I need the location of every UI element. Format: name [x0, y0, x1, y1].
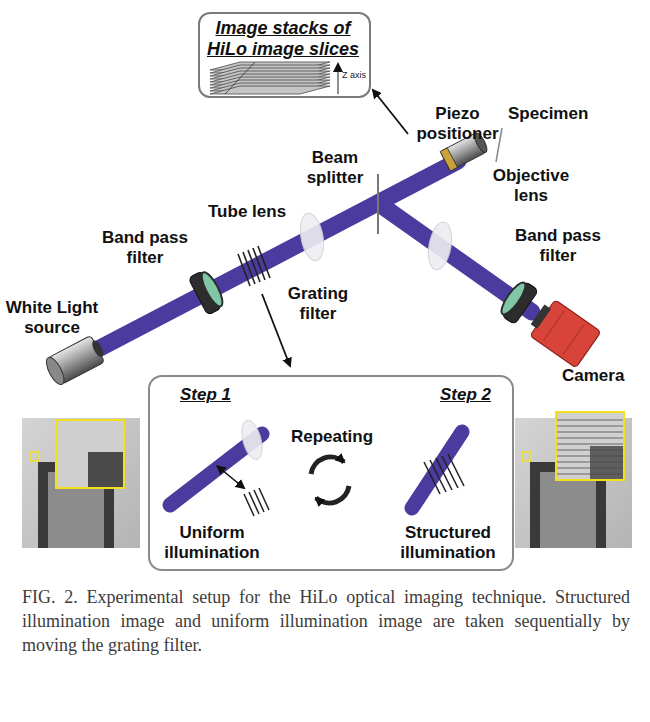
step1-beam [222, 470, 244, 488]
step2-beam [442, 456, 458, 488]
piezo-arrow [373, 90, 408, 134]
beam-splitter [378, 174, 379, 234]
z-axis-arrow [338, 64, 339, 94]
band-pass-filter [496, 278, 538, 325]
mode-label: Uniform illumination [156, 523, 268, 564]
tube-lens [297, 211, 327, 262]
part-label: Beam splitter [298, 148, 372, 189]
step1-beam [238, 418, 266, 461]
objective-lens [440, 148, 457, 171]
white-light-source [43, 355, 68, 387]
step2-beam [424, 462, 440, 494]
grating-filter [248, 250, 260, 282]
repeat-arrows [311, 457, 349, 503]
camera [525, 296, 601, 368]
grating-filter [243, 252, 255, 284]
grating-arrow [262, 294, 290, 366]
part-label: Band pass filter [508, 226, 608, 267]
step1-beam [244, 494, 254, 516]
step1-beam [249, 492, 259, 514]
step2-beam [430, 460, 446, 492]
repeat-arrows [311, 457, 344, 474]
uniform-image [22, 418, 140, 548]
structured-image [557, 437, 623, 439]
structured-image [522, 452, 531, 461]
structured-image [515, 418, 632, 548]
part-label: Grating filter [278, 284, 358, 325]
structured-image [557, 419, 623, 421]
white-light-source [43, 334, 108, 387]
structured-image [540, 472, 596, 548]
part-label: Tube lens [208, 202, 286, 222]
repeat-label: Repeating [272, 427, 392, 447]
structured-image [515, 412, 632, 548]
camera [531, 304, 551, 328]
step2-beam [436, 458, 452, 490]
panel-title: Image stacks of HiLo image slices [206, 18, 360, 60]
repeat-arrows [316, 486, 349, 503]
piezo-arrow [373, 90, 408, 134]
grating-arrow [262, 294, 290, 366]
step1-beam [254, 490, 264, 512]
structured-image [557, 443, 623, 445]
part-label: Specimen [508, 104, 588, 124]
structured-image [590, 446, 623, 479]
mode-label: Structured illumination [386, 523, 510, 564]
light-beam [100, 161, 532, 348]
step1-beam [244, 488, 269, 516]
steps-panel: Step 1 Step 2 RepeatingUniform illuminatio… [148, 375, 514, 571]
uniform-image [22, 418, 140, 548]
structured-image [557, 425, 623, 427]
uniform-image [30, 452, 39, 461]
beam-splitter [377, 174, 379, 234]
image-stack [210, 86, 330, 94]
step2-beam [412, 432, 462, 508]
step1-beam [259, 488, 269, 510]
tube-lens [425, 220, 455, 271]
axis-label: Z axis [342, 70, 366, 80]
step2-beam [424, 454, 464, 494]
grating-filter [253, 248, 265, 280]
part-label: Band pass filter [98, 228, 192, 269]
camera [530, 300, 601, 368]
step2-beam [412, 432, 464, 508]
image-stack [210, 62, 330, 94]
part-label: Camera [562, 366, 624, 386]
structured-image [557, 431, 623, 433]
step-title: Step 1 [180, 385, 231, 405]
part-label: Objective lens [480, 166, 582, 207]
band-pass-filter [188, 268, 227, 315]
camera [544, 311, 565, 340]
uniform-image [56, 420, 124, 488]
grating-filter [238, 254, 250, 286]
step1-beam [170, 418, 269, 516]
part-label: White Light source [0, 298, 104, 339]
uniform-image [88, 452, 123, 487]
part-label: Piezo positioner [410, 104, 505, 145]
step-title: Step 2 [440, 385, 491, 405]
structured-image [556, 412, 624, 480]
camera [563, 325, 584, 354]
white-light-source [90, 339, 105, 359]
z-axis-arrow [338, 64, 339, 94]
grating-filter [258, 246, 270, 278]
stack-panel: Image stacks of HiLo image slices Z axis [198, 12, 371, 98]
grating-filter [238, 246, 270, 286]
image-stack [225, 62, 255, 94]
step2-beam [448, 454, 464, 486]
band-pass-filter [198, 270, 226, 309]
tube-lens [297, 211, 455, 271]
band-pass-filter [498, 279, 530, 317]
figure-caption: FIG. 2. Experimental setup for the HiLo … [22, 586, 630, 657]
